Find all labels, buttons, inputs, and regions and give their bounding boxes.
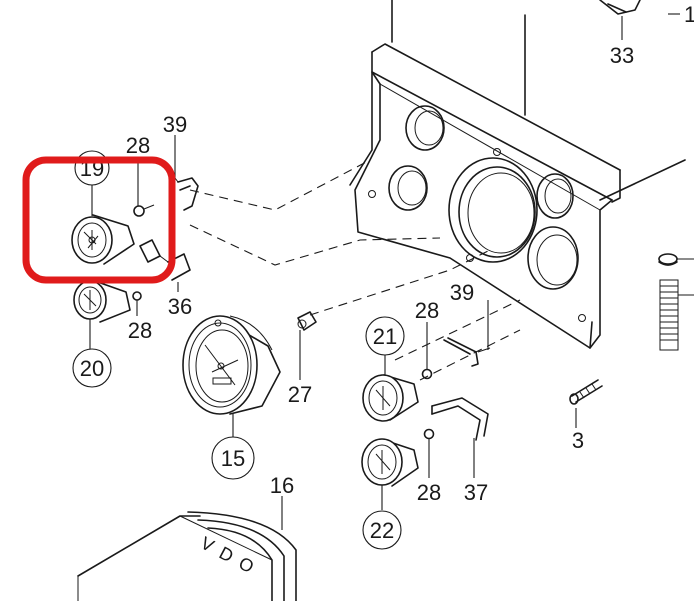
part-20-small-gauge <box>73 279 131 323</box>
instrument-panel-housing <box>349 0 686 349</box>
callout-20: 20 <box>80 356 104 381</box>
callout-28-left-top: 28 <box>126 133 150 158</box>
callout-circle-20 <box>72 348 112 388</box>
callout-28-mid-top: 28 <box>415 298 439 323</box>
part-22-small-gauge <box>361 438 419 487</box>
callout-15: 15 <box>221 446 245 471</box>
part-28-screw-mid-top <box>421 368 433 380</box>
part-15-speedometer <box>182 315 281 415</box>
callout-39-mid: 39 <box>450 280 474 305</box>
callout-28-mid-bottom: 28 <box>417 480 441 505</box>
part-33-clip <box>599 0 641 15</box>
part-39-bracket-mid <box>443 337 491 367</box>
callout-39-left: 39 <box>163 112 187 137</box>
callout-3: 3 <box>572 428 584 453</box>
spring-assembly <box>658 253 694 351</box>
part-28-screw-left-bottom <box>132 291 142 301</box>
part-16-gauge-lens: VDO <box>77 511 297 601</box>
assembly-guide-lines <box>189 159 521 381</box>
part-27-bulb-holder <box>297 311 317 331</box>
callout-37: 37 <box>464 480 488 505</box>
callout-circle-15 <box>211 436 255 480</box>
callout-36: 36 <box>168 294 192 319</box>
part-37-bracket <box>431 397 489 441</box>
callout-22: 22 <box>370 518 394 543</box>
part-19-small-gauge <box>71 214 135 265</box>
part-21-small-gauge <box>362 374 419 422</box>
callout-16: 16 <box>270 473 294 498</box>
callout-21: 21 <box>373 324 397 349</box>
callout-33: 33 <box>610 43 634 68</box>
callout-28-left-bottom: 28 <box>128 318 152 343</box>
highlight-box <box>22 156 176 284</box>
part-28-screw-mid-bottom <box>423 428 435 440</box>
part-28-screw-left-top <box>133 204 155 217</box>
callout-circle-22 <box>362 510 402 550</box>
callout-27: 27 <box>288 382 312 407</box>
part-3-screw <box>569 379 603 405</box>
part-39-bracket-left <box>171 173 199 211</box>
callout-14: 14 <box>684 2 694 27</box>
part-36-bracket <box>139 239 191 281</box>
